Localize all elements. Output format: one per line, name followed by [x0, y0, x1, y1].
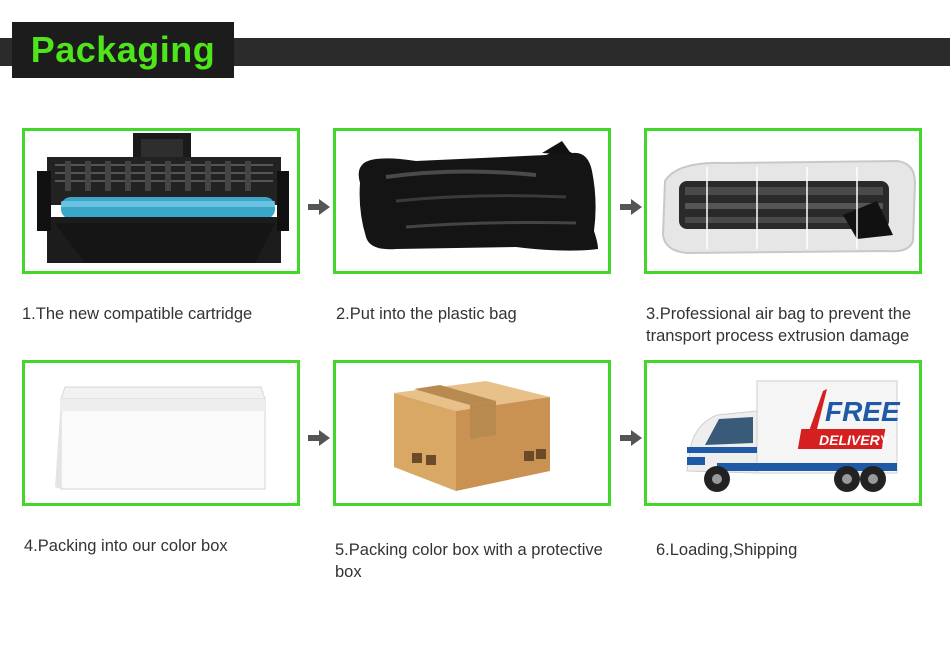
arrow-right-icon	[308, 430, 330, 446]
step-1-caption: 1.The new compatible cartridge	[22, 305, 253, 323]
page-title: Packaging	[30, 29, 216, 70]
air-bag-image	[661, 159, 917, 255]
step-6-caption: 6.Loading,Shipping	[656, 541, 798, 559]
truck-free-label: FREE	[825, 396, 901, 427]
step-6-image-frame: FREE DELIVERY	[644, 360, 922, 506]
arrow-right-icon	[308, 199, 330, 215]
step-2-image-frame	[333, 128, 611, 274]
white-box-image	[55, 386, 266, 490]
step-4-caption: 4.Packing into our color box	[24, 537, 228, 555]
plastic-bag-image	[358, 141, 598, 251]
arrow-right-icon	[620, 430, 642, 446]
step-4-image-frame	[22, 360, 300, 506]
step-1-image-frame	[22, 128, 300, 274]
step-3-image-frame	[644, 128, 922, 274]
step-3-caption: 3.Professional air bag to prevent the tr…	[646, 305, 912, 345]
step-5-caption: 5.Packing color box with a protective bo…	[335, 541, 603, 581]
step-5-image-frame	[333, 360, 611, 506]
truck-delivery-label: DELIVERY	[819, 432, 890, 448]
delivery-truck-image: FREE DELIVERY	[686, 380, 901, 492]
cardboard-box-image	[394, 381, 550, 491]
toner-cartridge-image	[37, 133, 289, 263]
arrow-right-icon	[620, 199, 642, 215]
header-title-box: Packaging	[12, 22, 234, 78]
step-2-caption: 2.Put into the plastic bag	[336, 305, 517, 323]
